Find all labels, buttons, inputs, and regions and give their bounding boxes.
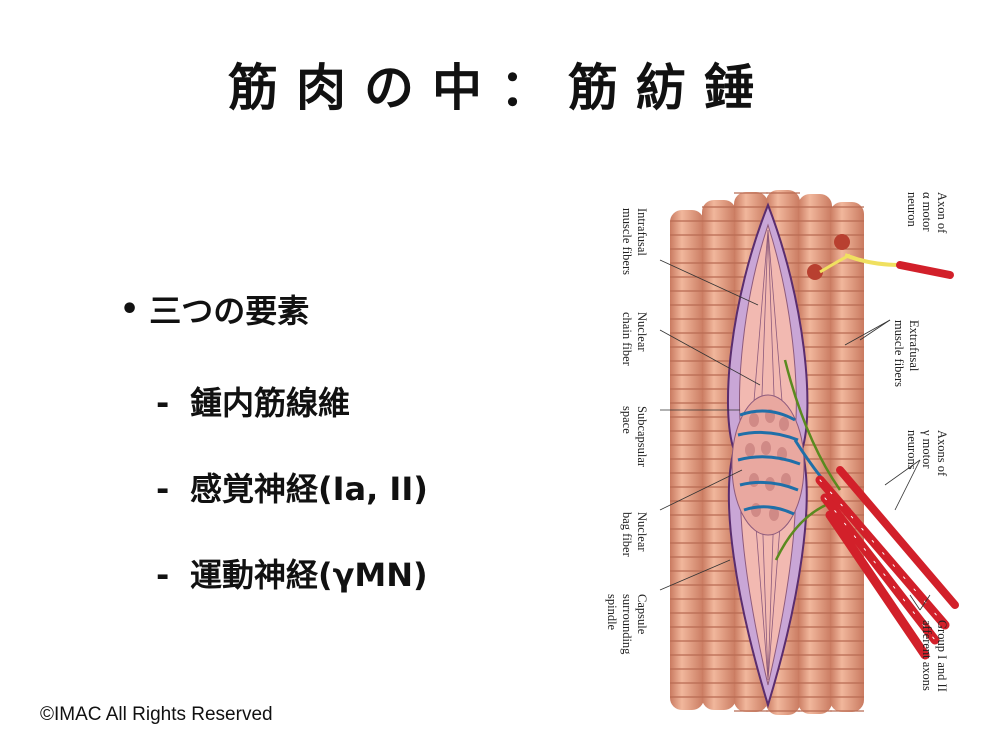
- sub-item-text: 感覚神経(Ia, II): [190, 470, 428, 508]
- left-labels: Intrafusal muscle fibers Nuclear chain f…: [605, 208, 649, 658]
- bullet-sub-item: -運動神経(γMN): [156, 550, 428, 596]
- label-intrafusal: Intrafusal muscle fibers: [620, 208, 649, 275]
- label-extrafusal: Extrafusal muscle fibers: [892, 320, 921, 387]
- page-title: 筋肉の中：筋紡錘: [228, 59, 772, 117]
- label-subcapsular: Subcapsular space: [620, 406, 649, 470]
- leader-lines: [659, 259, 931, 611]
- label-afferent: Group I and II afferent axons: [920, 620, 949, 695]
- sub-item-text: 鍾内筋線維: [190, 384, 351, 422]
- muscle-spindle-diagram: Intrafusal muscle fibers Nuclear chain f…: [605, 190, 959, 715]
- sub-item-text: 運動神経(γMN): [190, 556, 428, 594]
- copyright-footer: ©IMAC All Rights Reserved: [40, 704, 273, 725]
- bullet-main: • 三つの要素: [120, 286, 309, 332]
- alpha-motor-axon: [807, 234, 954, 280]
- dash: -: [156, 384, 170, 422]
- label-alpha-axon: Axon of α motor neuron: [905, 192, 949, 236]
- dash: -: [156, 556, 170, 594]
- dash: -: [156, 470, 170, 508]
- right-labels: Axon of α motor neuron Extrafusal muscle…: [892, 192, 949, 695]
- bullet-sub-item: -鍾内筋線維: [156, 378, 350, 424]
- bullet-list: • 三つの要素 -鍾内筋線維 -感覚神経(Ia, II) -運動神経(γMN): [120, 286, 428, 595]
- label-capsule: Capsule surrounding spindle: [605, 594, 649, 658]
- label-nuclear-chain: Nuclear chain fiber: [620, 312, 649, 367]
- bullet-main-text: 三つの要素: [149, 292, 310, 330]
- bullet-dot-icon: •: [120, 291, 140, 327]
- bullet-sub-item: -感覚神経(Ia, II): [156, 464, 428, 510]
- label-nuclear-bag: Nuclear bag fiber: [620, 512, 649, 558]
- label-gamma-axons: Axons of γ motor neurons: [905, 429, 949, 479]
- afferent-axons: [815, 466, 959, 660]
